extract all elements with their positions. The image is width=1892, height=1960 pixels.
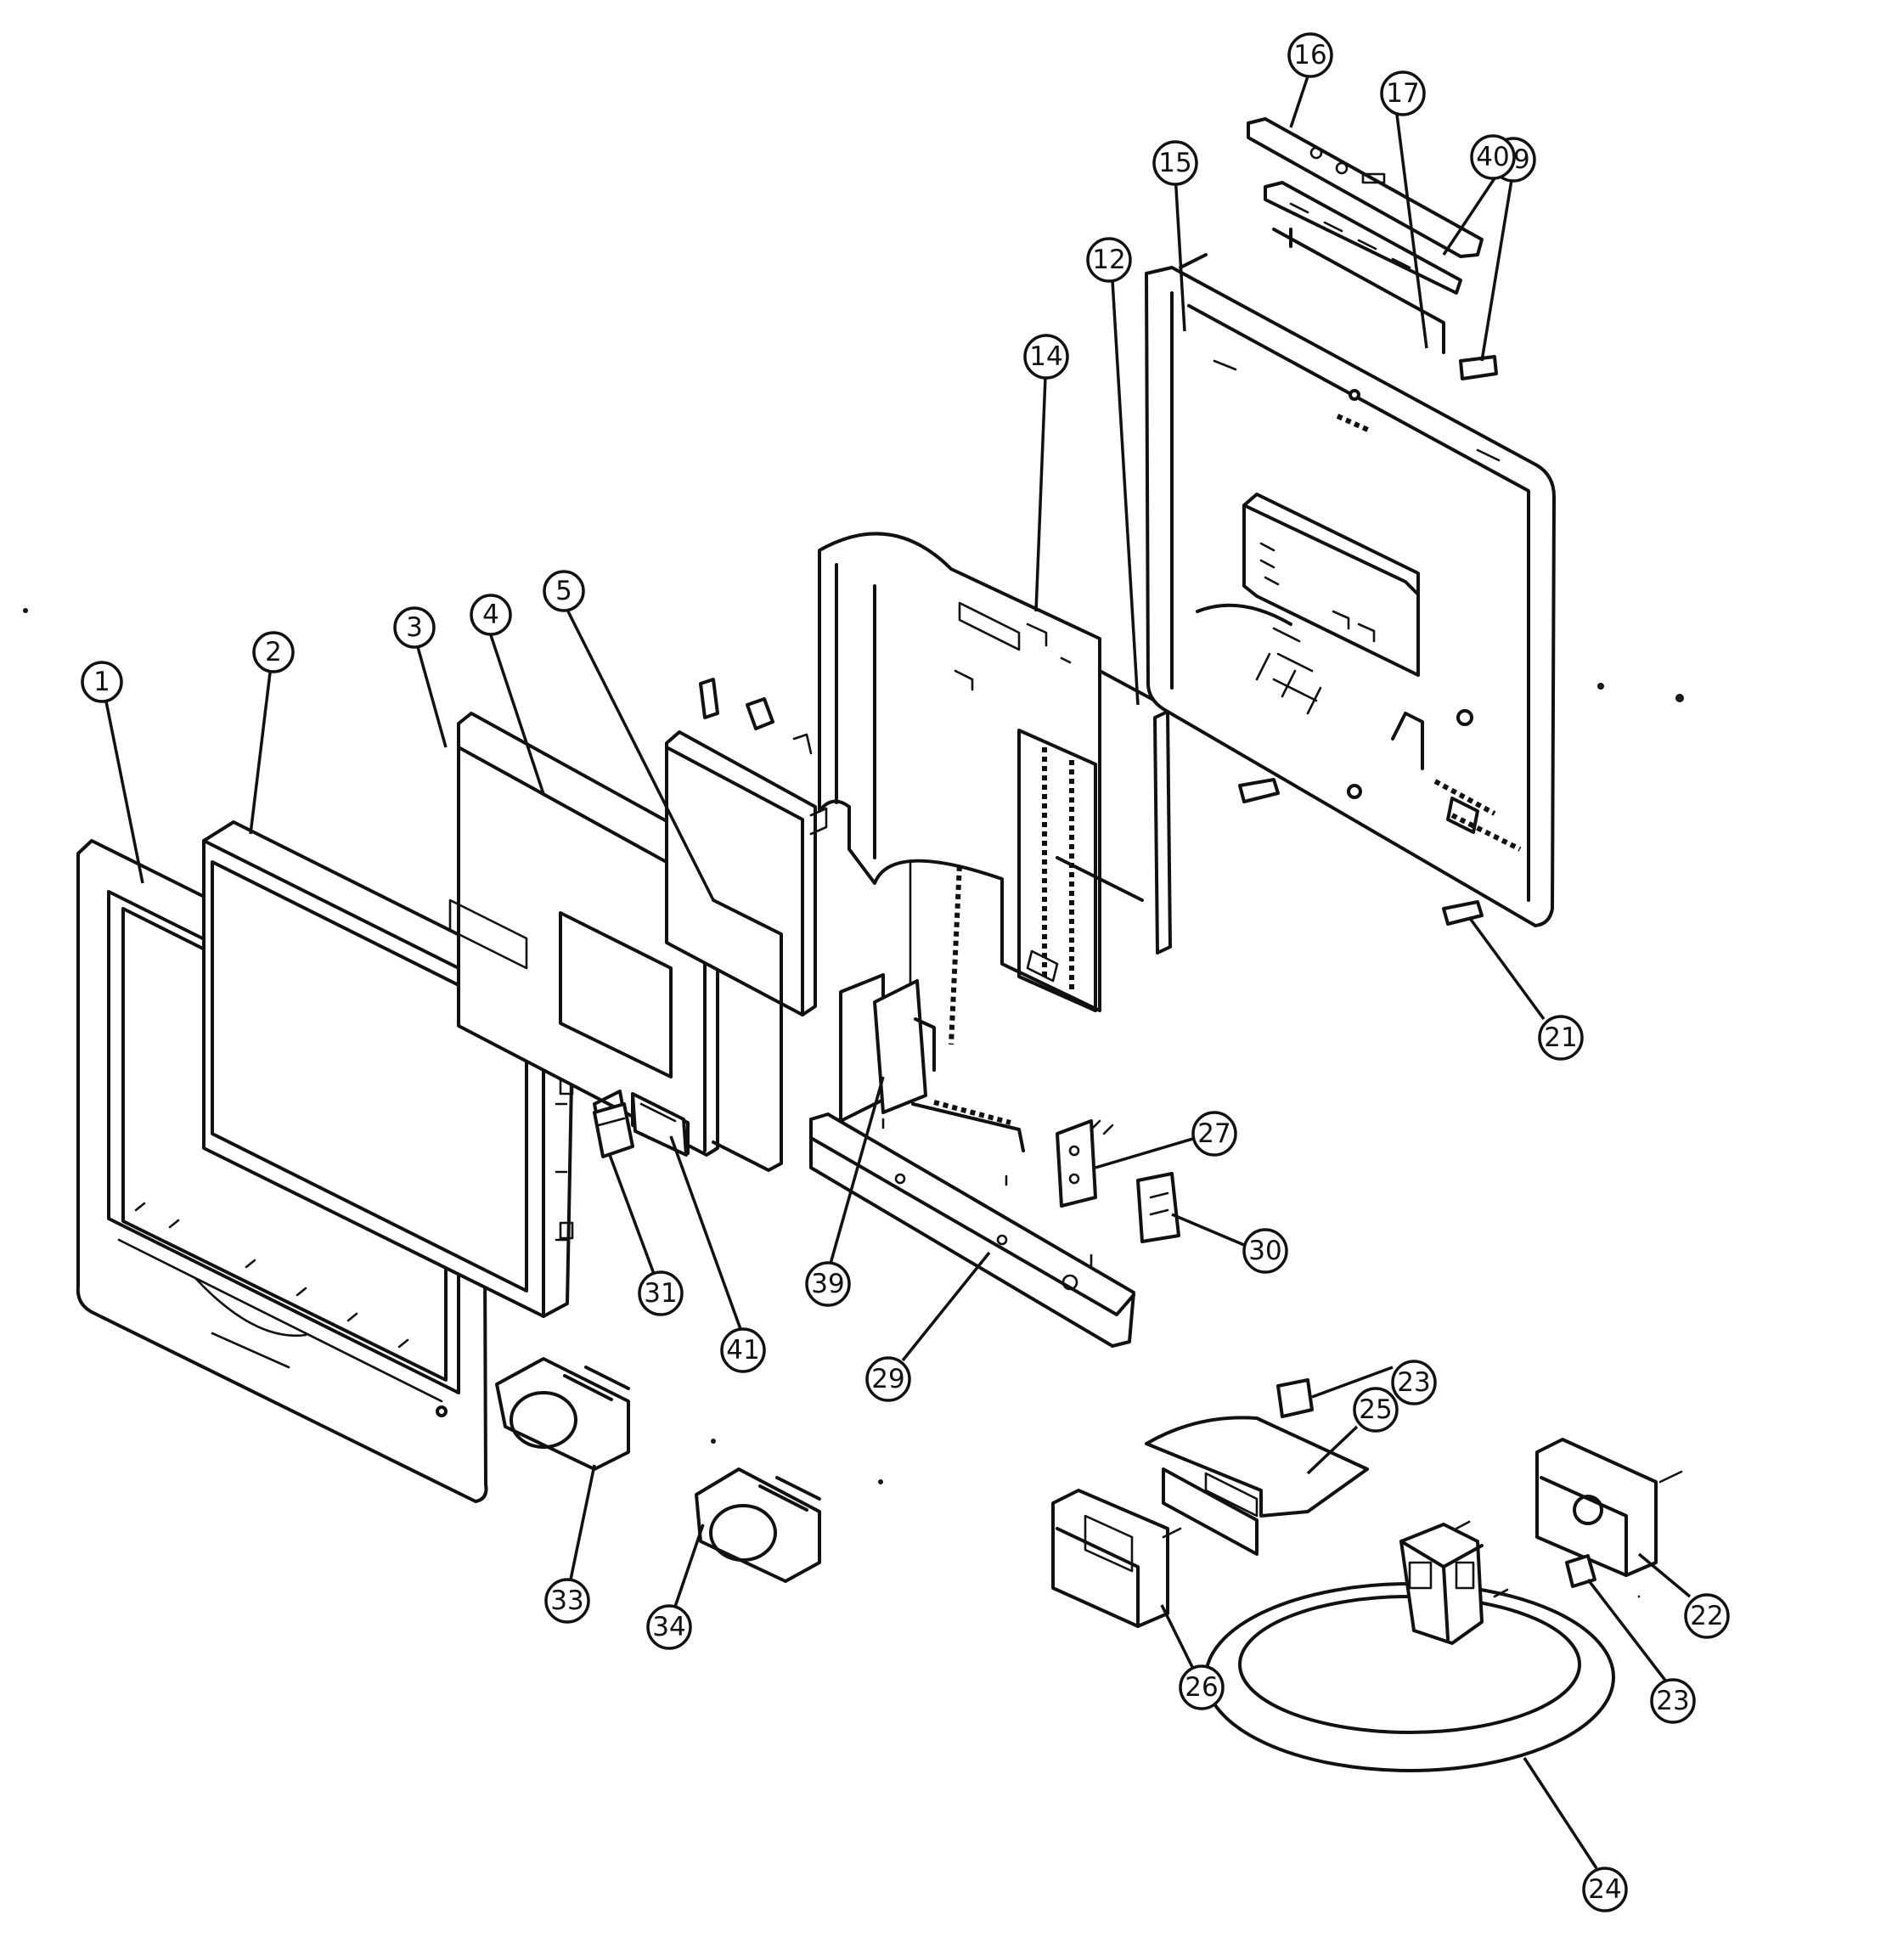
- part-22-hinge-bracket: [1535, 1438, 1683, 1598]
- callout-30: 30: [1242, 1228, 1288, 1274]
- callout-24: 24: [1582, 1867, 1628, 1912]
- part-14-chassis-cover: [818, 532, 1101, 1012]
- part-21-foot: [1238, 778, 1484, 926]
- callout-39: 39: [805, 1261, 851, 1307]
- part-23b-clip: [1565, 1554, 1596, 1588]
- part-25-hinge-base: [1145, 1416, 1369, 1556]
- callout-3-label: 3: [406, 612, 423, 643]
- part-19-clip: [1459, 355, 1498, 380]
- part-27-bracket: [1056, 1119, 1114, 1208]
- callout-1-label: 1: [93, 667, 110, 697]
- part-17-top-bracket: [1264, 181, 1462, 354]
- callout-26: 26: [1179, 1664, 1225, 1710]
- part-23a-clip: [1276, 1378, 1314, 1418]
- callout-12: 12: [1086, 237, 1132, 283]
- callout-12-label: 12: [1092, 245, 1125, 275]
- callout-22: 22: [1684, 1593, 1730, 1639]
- callout-26-label: 26: [1185, 1672, 1218, 1703]
- part-31-board: [593, 1102, 634, 1158]
- part-29-bottom-bracket: [809, 1112, 1135, 1348]
- part-33-speaker: [495, 1357, 630, 1471]
- callout-40-label: 40: [1476, 142, 1509, 172]
- callout-23b-label: 23: [1656, 1686, 1689, 1716]
- callout-17-label: 17: [1386, 78, 1419, 109]
- callout-5: 5: [543, 570, 585, 612]
- callout-40: 40: [1470, 134, 1516, 180]
- callout-16: 16: [1287, 32, 1333, 78]
- callout-5-label: 5: [555, 576, 572, 606]
- callout-33-label: 33: [550, 1585, 583, 1616]
- callout-24-label: 24: [1588, 1874, 1621, 1905]
- callout-25-label: 25: [1359, 1394, 1392, 1425]
- callout-34: 34: [646, 1604, 692, 1650]
- callout-23b: 23: [1650, 1678, 1696, 1724]
- callout-29: 29: [865, 1356, 911, 1402]
- part-39-inverter: [839, 772, 1025, 1152]
- callout-21: 21: [1538, 1015, 1584, 1061]
- callout-31: 31: [638, 1270, 684, 1316]
- callout-14-label: 14: [1029, 341, 1062, 372]
- callout-15: 15: [1152, 140, 1198, 186]
- callout-17: 17: [1380, 70, 1426, 116]
- callout-15-label: 15: [1158, 148, 1191, 178]
- part-16-top-cover: [1247, 117, 1484, 258]
- leader-lines: [104, 76, 1692, 1869]
- callout-22-label: 22: [1690, 1601, 1723, 1631]
- callout-4: 4: [470, 594, 512, 636]
- callout-23a: 23: [1391, 1360, 1437, 1405]
- callout-21-label: 21: [1544, 1022, 1577, 1053]
- callout-23a-label: 23: [1397, 1367, 1430, 1398]
- callout-41: 41: [720, 1327, 766, 1373]
- callout-3: 3: [393, 606, 436, 649]
- callout-16-label: 16: [1293, 40, 1326, 70]
- callout-41-label: 41: [726, 1335, 759, 1366]
- part-3-4-shield-plate: [448, 712, 719, 1157]
- callout-30-label: 30: [1248, 1236, 1281, 1266]
- part-5-board: [665, 730, 828, 1172]
- callout-25: 25: [1353, 1387, 1399, 1433]
- callout-4-label: 4: [482, 600, 499, 630]
- part-26-hinge-bracket: [1051, 1489, 1182, 1628]
- part-30-board: [1136, 1172, 1180, 1243]
- callout-27-label: 27: [1197, 1118, 1230, 1149]
- callout-2: 2: [252, 631, 295, 673]
- callout-2-label: 2: [265, 637, 282, 667]
- part-15-rear-cover: [1145, 253, 1556, 927]
- callout-1: 1: [81, 661, 123, 703]
- callout-14: 14: [1023, 334, 1069, 380]
- part-12-side-bracket: [1056, 669, 1172, 955]
- callout-33: 33: [544, 1578, 590, 1624]
- callout-39-label: 39: [811, 1269, 844, 1299]
- scan-specks: [23, 608, 1684, 1484]
- part-24-base: [1204, 1520, 1615, 1772]
- callout-29-label: 29: [871, 1364, 904, 1394]
- callout-34-label: 34: [652, 1612, 685, 1642]
- callout-31-label: 31: [644, 1278, 677, 1309]
- callout-27: 27: [1191, 1111, 1237, 1157]
- part-34-speaker: [695, 1467, 821, 1583]
